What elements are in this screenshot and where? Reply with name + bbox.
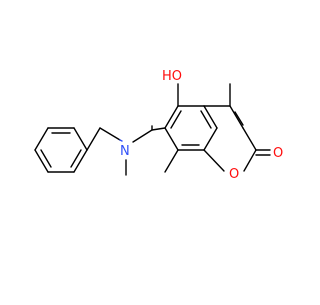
double-bond-inner [234,111,244,126]
methyl-bond [164,149,179,173]
double-bond-inner [170,110,182,129]
carbonyl-oxygen-label: O [273,146,283,161]
bond [132,129,153,143]
molecule-diagram: HO N O O [34,69,283,182]
bond [164,127,179,151]
double-bond-inner [70,149,82,168]
bond [34,149,49,173]
bond [242,127,257,151]
benzo-ring [164,105,218,151]
bond [203,127,218,151]
bond [164,105,179,129]
bond [119,139,123,142]
nitrogen-label: N [120,144,130,159]
bond [203,105,218,129]
phenyl-ring [34,127,88,173]
pyranone-ring [203,83,271,172]
bond [99,127,121,141]
bond [73,149,88,173]
bond [229,105,244,129]
bond [203,149,225,172]
bond [151,127,166,131]
bond [73,127,88,151]
structure-canvas: HO N O O [34,69,283,182]
hydroxyl-label: HO [162,69,182,84]
double-bond-inner [40,149,52,168]
bond [86,127,101,151]
ring-oxygen-label: O [229,167,239,182]
double-bond-inner [200,110,212,129]
bond [34,127,49,151]
bond [243,149,257,172]
